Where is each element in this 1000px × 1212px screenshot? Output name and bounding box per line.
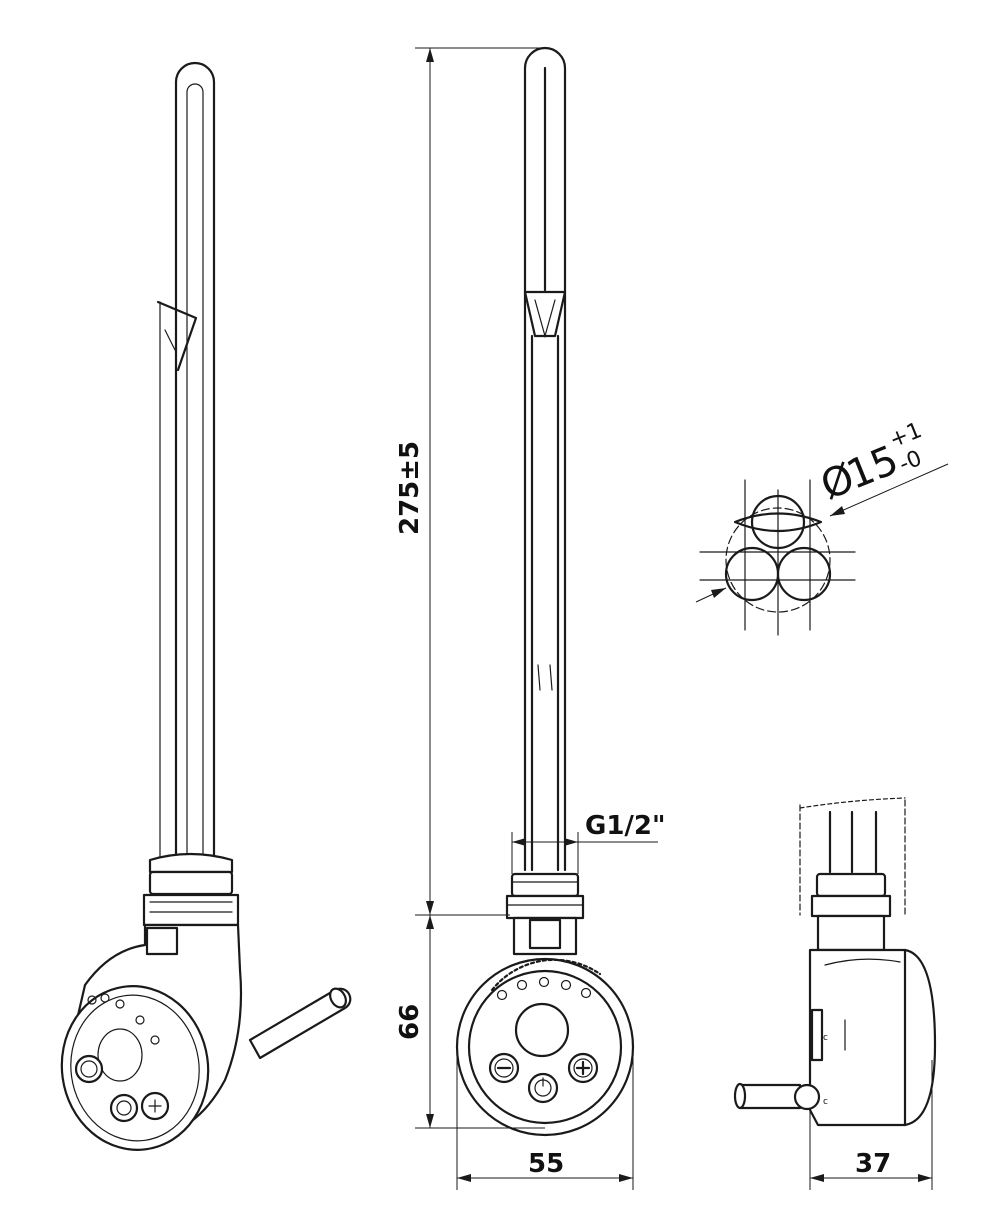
front-dimensions — [415, 47, 658, 1190]
perspective-sheath-tip — [156, 300, 198, 372]
perspective-power-button — [109, 1093, 139, 1123]
perspective-tube-inner — [186, 83, 204, 861]
thread-dimension: G1/2" — [585, 811, 666, 841]
side-width-dimension: 37 — [855, 1149, 891, 1179]
perspective-clip — [145, 926, 179, 956]
plus-icon — [148, 1099, 162, 1113]
side-view: c c — [733, 797, 937, 1190]
perspective-tube-outer — [174, 61, 216, 872]
side-nut — [815, 872, 887, 898]
front-thread-base — [505, 894, 585, 920]
front-head-face — [467, 969, 623, 1125]
perspective-view — [60, 61, 352, 1151]
length-dimension: 275±5 — [395, 441, 425, 535]
section-detail — [695, 463, 949, 636]
side-label-a: c — [823, 1033, 828, 1043]
minus-icon — [494, 1058, 514, 1078]
perspective-led-row — [87, 993, 160, 1045]
diameter-leader — [829, 463, 949, 517]
perspective-face-inner — [70, 994, 200, 1142]
front-led-arc — [490, 958, 602, 992]
minus-icon — [80, 1060, 98, 1078]
section-tube-left — [724, 546, 780, 602]
side-cable-gland — [793, 1083, 821, 1111]
front-nut — [510, 872, 580, 898]
front-display — [514, 1002, 570, 1058]
side-cable — [738, 1083, 802, 1110]
front-view — [455, 46, 635, 1137]
side-thread-base — [810, 894, 892, 918]
front-sheath-top — [523, 290, 567, 338]
side-clip — [810, 1008, 824, 1062]
side-head-body — [808, 948, 937, 1127]
front-clip — [528, 918, 562, 950]
perspective-display — [97, 1028, 143, 1082]
body-height-dimension: 66 — [395, 1004, 425, 1040]
plus-icon — [573, 1058, 593, 1078]
perspective-nut — [148, 870, 234, 896]
power-icon — [116, 1100, 132, 1116]
front-width-dimension: 55 — [528, 1149, 564, 1179]
diameter-callout: Ø 15 +1 -0 — [815, 418, 926, 509]
section-tube-right — [776, 546, 832, 602]
side-neck — [816, 914, 886, 952]
front-led-row — [496, 976, 592, 1001]
front-power-button[interactable] — [527, 1072, 559, 1104]
perspective-minus-button — [74, 1054, 104, 1084]
side-label-b: c — [823, 1097, 828, 1107]
